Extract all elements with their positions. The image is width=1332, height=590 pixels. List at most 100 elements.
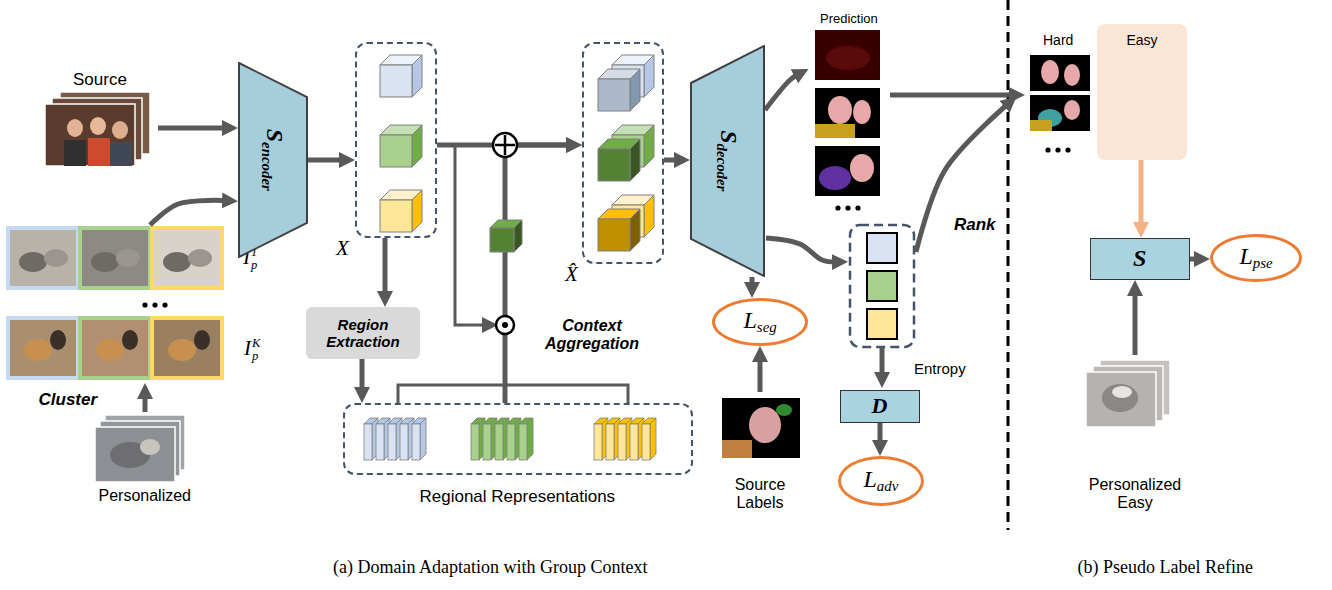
region-vector <box>642 418 656 460</box>
image-part <box>1064 100 1080 120</box>
image-part <box>853 100 871 124</box>
prediction-images: Prediction <box>808 8 890 204</box>
output-group <box>850 225 914 347</box>
model-box: S <box>1090 238 1190 280</box>
flow-arrow <box>878 423 883 447</box>
personalized-images: Personalized Easy <box>1080 355 1190 515</box>
flow-arrow <box>750 277 755 288</box>
cluster-photo <box>8 318 78 378</box>
flow-arrow <box>505 145 572 403</box>
node-text: Region Extraction <box>315 316 411 351</box>
image-part <box>188 249 212 267</box>
image-part <box>90 117 106 135</box>
node-text: Sdecoder <box>713 130 743 191</box>
branch-wire <box>455 145 488 325</box>
class-square <box>867 233 897 263</box>
node-text: Easy <box>1127 32 1158 48</box>
merge-wire <box>398 385 505 403</box>
product-symbol <box>496 316 514 334</box>
loss-ellipse: Lpse <box>1210 234 1302 282</box>
encoder-block: Sencoder <box>238 62 308 258</box>
feature-cube <box>598 209 640 251</box>
feature-cube <box>598 69 640 111</box>
node-text: Regional Representations <box>420 487 616 507</box>
loss-ellipse: Lseg <box>712 298 808 346</box>
image-part <box>194 330 210 350</box>
node-text: X <box>336 236 349 260</box>
image-part <box>110 142 132 166</box>
hard-map <box>1030 55 1090 91</box>
ellipsis-dot <box>152 302 157 307</box>
node-text: Personalized Easy <box>1085 476 1185 513</box>
cluster-photo <box>152 228 222 288</box>
personalized-photo <box>95 427 175 482</box>
ellipsis-dot <box>1065 147 1070 152</box>
flow-arrow <box>360 359 365 393</box>
image-part <box>1112 386 1132 398</box>
ellipsis-dot <box>162 302 167 307</box>
image-part <box>722 440 752 458</box>
output-arrow <box>766 238 838 262</box>
image-part <box>776 404 792 416</box>
label-image: Source Labels <box>715 392 807 514</box>
node-text: S <box>1133 245 1146 273</box>
image-part <box>1102 384 1138 412</box>
flow-arrow <box>765 74 800 110</box>
image-part <box>140 439 160 455</box>
node-text: D <box>872 393 888 418</box>
subfigure-caption: (a) Domain Adaptation with Group Context <box>333 557 647 578</box>
cluster-photo <box>80 228 150 288</box>
node-text: Source <box>73 70 127 90</box>
entropy-arrow <box>880 347 885 378</box>
process-box: Region Extraction <box>306 307 420 359</box>
flow-arrow <box>158 126 228 131</box>
node-text: X̂ <box>565 262 578 286</box>
feature-group: X <box>355 42 437 238</box>
cluster-row: Ip1 <box>5 225 273 293</box>
operation-label: Context Aggregation <box>540 317 645 354</box>
node-text: Personalized <box>99 487 192 505</box>
discriminator-box: D <box>840 390 920 423</box>
prediction-map <box>815 88 880 138</box>
class-square <box>867 271 897 301</box>
image-part <box>64 140 86 166</box>
region-vector <box>519 418 533 460</box>
image-part <box>828 96 852 124</box>
image-part <box>163 252 191 272</box>
image-part <box>850 154 874 182</box>
cluster-row: IpK <box>5 315 273 383</box>
feature-cube <box>380 190 422 232</box>
prediction-map <box>815 146 880 196</box>
image-part <box>112 121 128 139</box>
image-part <box>826 46 870 70</box>
feature-cube <box>598 139 640 181</box>
node-text: Lseg <box>744 307 777 337</box>
image-part <box>44 249 68 267</box>
image-part <box>88 138 110 166</box>
flow-arrow <box>308 158 345 163</box>
prediction-map <box>815 30 880 80</box>
ellipsis-dot <box>835 205 840 210</box>
flow-arrow <box>1139 160 1144 228</box>
feature-cube <box>380 55 422 97</box>
cluster-photo <box>8 228 78 288</box>
node-text: Ladv <box>864 466 899 496</box>
feature-cube <box>490 220 522 252</box>
flow-arrow <box>1190 257 1200 262</box>
class-square <box>867 309 897 339</box>
edge-label: Cluster <box>39 390 98 410</box>
hard-images: Hard <box>1025 28 1095 158</box>
image-part <box>1064 64 1080 86</box>
sum-symbol <box>493 133 517 157</box>
node-text: Hard <box>1043 32 1073 48</box>
region-vector <box>412 418 426 460</box>
image-part <box>122 330 138 350</box>
merge-wire <box>505 385 628 403</box>
ellipsis-dot <box>845 205 850 210</box>
flow-arrow <box>890 93 1015 98</box>
image-part <box>116 249 140 267</box>
section-divider <box>1007 0 1010 530</box>
image-part <box>749 407 781 443</box>
label-map <box>722 398 800 458</box>
flow-arrow <box>383 238 388 297</box>
